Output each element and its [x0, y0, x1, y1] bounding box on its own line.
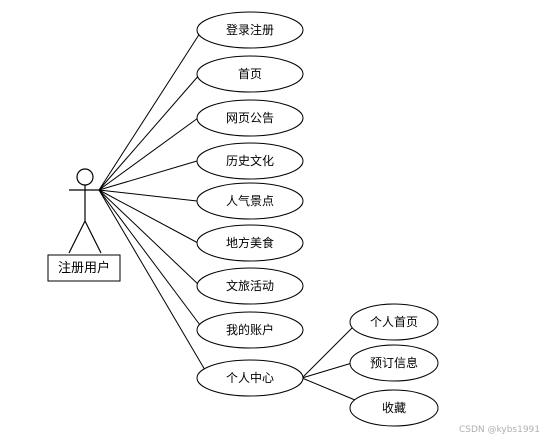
assoc-line-activity — [98, 189, 201, 287]
use-case-label: 历史文化 — [226, 153, 274, 168]
assoc-line-booking — [301, 362, 353, 379]
actor-label-box — [47, 254, 121, 282]
sub-use-case-label: 收藏 — [382, 401, 406, 415]
assoc-line-favorites — [301, 377, 356, 401]
use-case-login: 登录注册 — [196, 11, 304, 49]
use-case-center: 个人中心 — [196, 359, 304, 397]
use-case-spots: 人气景点 — [196, 182, 304, 220]
assoc-line-spots — [98, 189, 198, 202]
use-case-label: 人气景点 — [226, 193, 274, 208]
actor-right-leg — [84, 220, 102, 254]
use-case-food: 地方美食 — [196, 224, 304, 262]
assoc-line-login — [98, 29, 203, 191]
assoc-line-food — [98, 189, 199, 244]
use-case-activity: 文旅活动 — [196, 267, 304, 305]
actor-associations — [98, 29, 206, 371]
use-case-label: 登录注册 — [226, 22, 274, 37]
use-case-label: 文旅活动 — [226, 278, 274, 293]
sub-use-case-favorites: 收藏 — [349, 389, 439, 427]
actor-left-leg — [68, 220, 86, 254]
use-case-history: 历史文化 — [196, 142, 304, 180]
assoc-line-home — [98, 73, 201, 191]
use-case-label: 地方美食 — [226, 235, 274, 250]
assoc-line-history — [98, 160, 198, 191]
assoc-line-notice — [98, 117, 199, 191]
actor-label: 注册用户 — [47, 254, 121, 282]
use-case-label: 首页 — [238, 67, 262, 81]
center-associations — [301, 324, 356, 401]
assoc-line-profile — [301, 324, 356, 379]
assoc-line-account — [98, 189, 204, 330]
actor-head — [76, 168, 94, 186]
watermark-text: CSDN @kybs1991 — [459, 425, 540, 435]
use-case-account: 我的账户 — [196, 311, 304, 349]
sub-use-case-booking: 预订信息 — [349, 344, 439, 382]
sub-use-case-label: 预订信息 — [370, 355, 418, 370]
sub-use-case-label: 个人首页 — [370, 315, 418, 329]
use-case-label: 网页公告 — [226, 111, 274, 125]
actor-figure — [68, 168, 102, 254]
use-case-home: 首页 — [196, 55, 304, 93]
use-case-label: 我的账户 — [226, 322, 274, 337]
assoc-line-center — [98, 189, 206, 371]
use-case-label: 个人中心 — [226, 370, 274, 385]
actor-label-text: 注册用户 — [58, 260, 110, 276]
sub-use-case-profile: 个人首页 — [349, 303, 439, 341]
use-case-notice: 网页公告 — [196, 99, 304, 137]
